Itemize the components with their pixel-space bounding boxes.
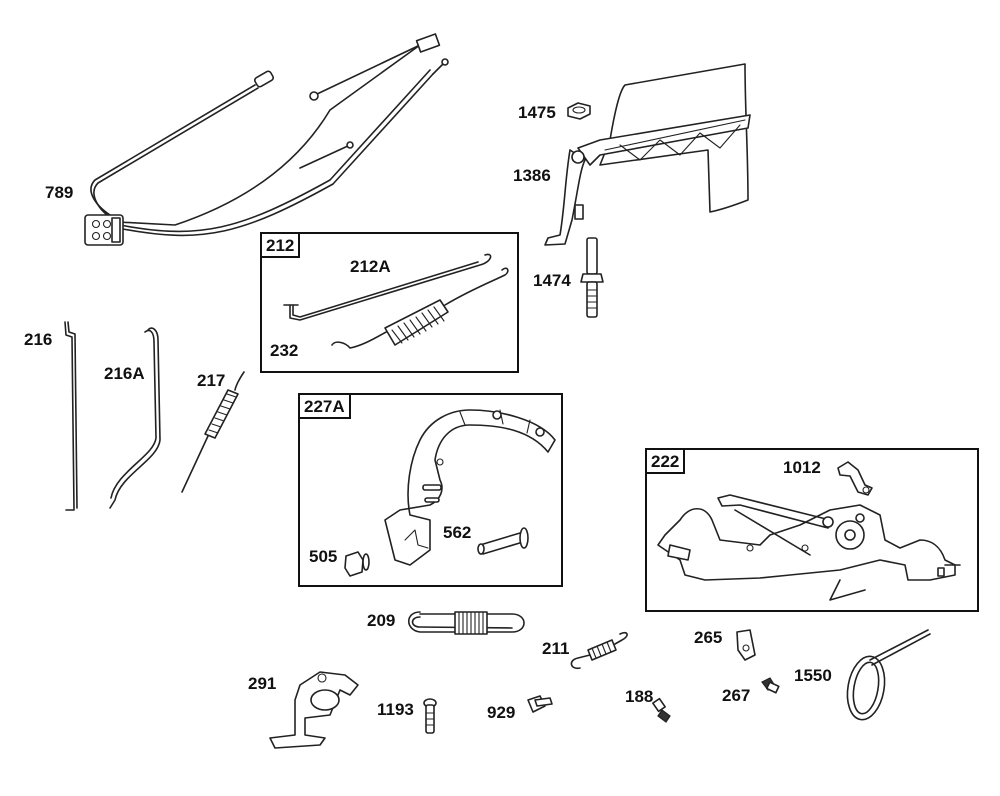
rod-216-drawing (64, 321, 78, 511)
part-label-216: 216 (24, 330, 53, 349)
part-label-1474: 1474 (533, 271, 571, 290)
screw-1193-drawing (423, 698, 437, 734)
part-label-789: 789 (45, 183, 74, 202)
stud-1474-drawing (580, 237, 604, 318)
part-label-1550: 1550 (794, 666, 832, 685)
screw-929-drawing (527, 695, 553, 713)
spring-1550-drawing (846, 629, 931, 721)
governor-link-drawing (283, 253, 509, 349)
spring-209-drawing (407, 611, 525, 635)
part-label-232: 232 (270, 341, 299, 360)
group-box-227a: 227A (298, 393, 563, 587)
screw-188-drawing (652, 697, 671, 723)
clip-1012-drawing (837, 461, 873, 496)
part-label-217: 217 (197, 371, 226, 390)
bracket-291-drawing (269, 671, 359, 749)
group-box-212: 212 (260, 232, 519, 373)
part-label-929: 929 (487, 703, 516, 722)
group-tag-227a: 227A (298, 393, 351, 419)
part-label-265: 265 (694, 628, 723, 647)
part-label-216a: 216A (104, 364, 145, 383)
spring-211-drawing (570, 631, 628, 670)
part-label-505: 505 (309, 547, 338, 566)
part-label-1475: 1475 (518, 103, 556, 122)
bracket-227a-drawing (384, 409, 556, 566)
nut-505-drawing (344, 551, 370, 577)
part-label-1386: 1386 (513, 166, 551, 185)
part-label-188: 188 (625, 687, 654, 706)
part-label-267: 267 (722, 686, 751, 705)
group-tag-212: 212 (260, 232, 301, 258)
part-label-209: 209 (367, 611, 396, 630)
rod-216a-drawing (109, 327, 161, 509)
spring-217-drawing (181, 371, 245, 493)
part-label-212a: 212A (350, 257, 391, 276)
nut-1475-drawing (567, 102, 591, 120)
part-label-1012: 1012 (783, 458, 821, 477)
part-label-211: 211 (542, 639, 570, 658)
control-assembly-222-drawing (657, 494, 961, 601)
air-vane-drawing (544, 63, 751, 246)
pin-562-drawing (477, 527, 529, 555)
part-label-1193: 1193 (377, 700, 414, 719)
wiring-harness-drawing (84, 33, 449, 246)
group-tag-222: 222 (645, 448, 686, 474)
group-box-222: 222 (645, 448, 979, 612)
screw-267-drawing (761, 677, 780, 694)
part-label-291: 291 (248, 674, 277, 693)
part-label-562: 562 (443, 523, 472, 542)
clip-265-drawing (736, 629, 756, 661)
